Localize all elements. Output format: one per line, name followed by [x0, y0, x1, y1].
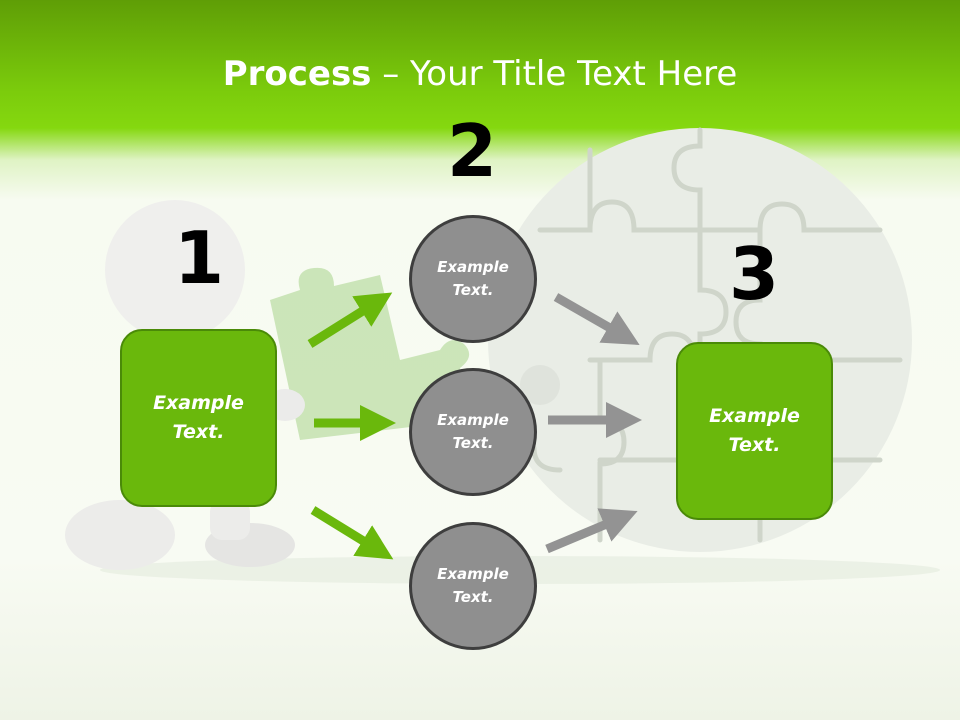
title-rest: – Your Title Text Here	[371, 54, 738, 94]
circle-bottom-label: Example Text.	[437, 565, 509, 606]
step-2-circle-bottom: Example Text.	[409, 522, 537, 650]
slide-title: Process – Your Title Text Here	[0, 52, 960, 96]
step-number-3: 3	[728, 232, 780, 316]
step-1-box: Example Text.	[120, 329, 277, 507]
step-2-circle-top: Example Text.	[409, 215, 537, 343]
step-3-box: Example Text.	[676, 342, 833, 520]
gray-arrow-down-icon	[553, 293, 640, 345]
green-arrow-down-icon	[310, 506, 394, 560]
green-arrow-up-icon	[307, 292, 393, 348]
step-number-2: 2	[446, 109, 498, 193]
step-3-label: Example Text.	[709, 405, 800, 456]
circle-top-label: Example Text.	[437, 258, 509, 299]
step-number-1: 1	[173, 216, 225, 300]
figure-image	[65, 200, 305, 570]
circle-middle-label: Example Text.	[437, 411, 509, 452]
title-bold: Process	[222, 54, 372, 94]
step-2-circle-middle: Example Text.	[409, 368, 537, 496]
step-1-label: Example Text.	[153, 392, 244, 443]
gray-arrow-up-icon	[545, 508, 638, 554]
